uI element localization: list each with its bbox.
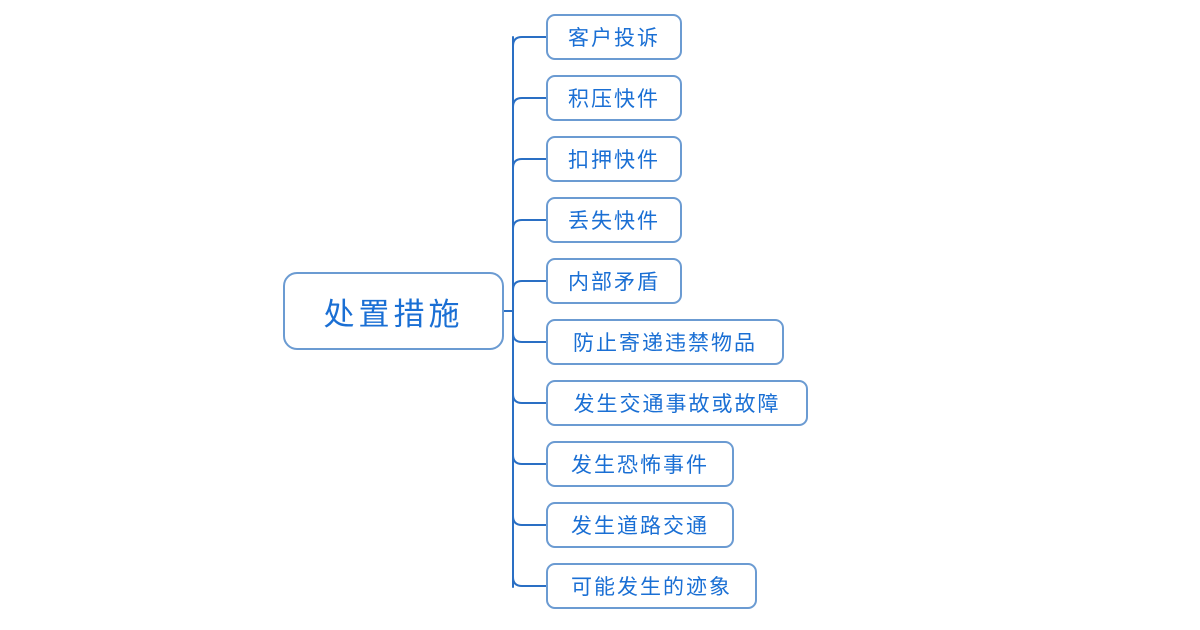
child-node[interactable]: 内部矛盾: [546, 258, 682, 304]
child-node-label: 发生恐怖事件: [571, 453, 709, 477]
child-node-label: 客户投诉: [568, 26, 660, 50]
child-node-label: 积压快件: [568, 87, 660, 111]
child-node-label: 防止寄递违禁物品: [573, 331, 757, 355]
child-node-label: 发生道路交通: [571, 514, 709, 538]
child-connector: [512, 97, 547, 108]
child-connector: [512, 515, 547, 526]
child-node-label: 丢失快件: [568, 209, 660, 233]
child-node[interactable]: 丢失快件: [546, 197, 682, 243]
child-connector: [512, 576, 547, 587]
child-node-label: 扣押快件: [568, 148, 660, 172]
child-connector: [512, 219, 547, 230]
child-node[interactable]: 扣押快件: [546, 136, 682, 182]
child-node-label: 发生交通事故或故障: [573, 392, 781, 416]
child-node[interactable]: 可能发生的迹象: [546, 563, 757, 609]
child-node-label: 可能发生的迹象: [571, 575, 732, 599]
child-node[interactable]: 防止寄递违禁物品: [546, 319, 784, 365]
child-node[interactable]: 发生交通事故或故障: [546, 380, 808, 426]
child-connector: [512, 454, 547, 465]
child-connector: [512, 393, 547, 404]
root-node-label: 处置措施: [323, 296, 464, 332]
child-node[interactable]: 积压快件: [546, 75, 682, 121]
child-node[interactable]: 客户投诉: [546, 14, 682, 60]
child-connector: [512, 158, 547, 169]
root-node[interactable]: 处置措施: [283, 272, 504, 350]
child-connector: [512, 280, 547, 291]
child-node-label: 内部矛盾: [568, 270, 660, 294]
child-node[interactable]: 发生道路交通: [546, 502, 734, 548]
child-node[interactable]: 发生恐怖事件: [546, 441, 734, 487]
child-connector: [512, 332, 547, 343]
child-connector: [512, 36, 547, 47]
